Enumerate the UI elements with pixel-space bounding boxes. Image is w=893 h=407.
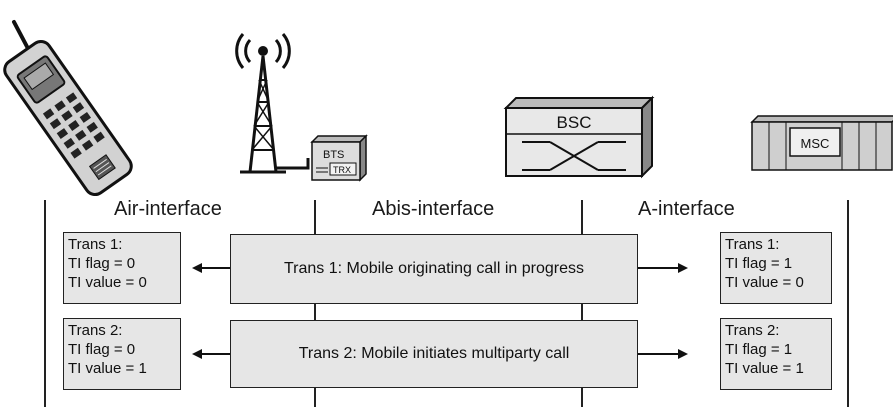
mobile-phone-icon — [3, 20, 133, 197]
trans-2-network-state: Trans 2: TI flag = 1 TI value = 1 — [720, 318, 832, 390]
trans-1-network-flag: TI flag = 1 — [725, 255, 793, 272]
msc-label: MSC — [801, 136, 830, 151]
trans-1-mobile-state: Trans 1: TI flag = 0 TI value = 0 — [63, 232, 181, 304]
bsc-switch-icon — [503, 95, 655, 179]
bsc-label: BSC — [557, 113, 592, 132]
trans-1-mobile-flag: TI flag = 0 — [68, 255, 136, 272]
trans-2-mobile-flag: TI flag = 0 — [68, 341, 136, 358]
trans-1-mobile-value: TI value = 0 — [68, 274, 147, 291]
trans-2-mobile-state: Trans 2: TI flag = 0 TI value = 1 — [63, 318, 181, 390]
trans-2-message: Trans 2: Mobile initiates multiparty cal… — [230, 320, 638, 388]
trans-1-network-state: Trans 1: TI flag = 1 TI value = 0 — [720, 232, 832, 304]
abis-interface-label: Abis-interface — [372, 198, 495, 220]
air-interface-label: Air-interface — [114, 198, 222, 220]
trans-2-mobile-title: Trans 2: — [68, 322, 123, 339]
trans-1-network-value: TI value = 0 — [725, 274, 804, 291]
trans-2-network-title: Trans 2: — [725, 322, 780, 339]
radio-tower-icon — [235, 33, 310, 174]
trans-1-network-title: Trans 1: — [725, 236, 780, 253]
msc-rack-icon — [750, 115, 893, 171]
trans-2-network-value: TI value = 1 — [725, 360, 804, 377]
a-interface-label: A-interface — [638, 198, 735, 220]
trans-1-message: Trans 1: Mobile originating call in prog… — [230, 234, 638, 304]
bts-cabinet-icon — [310, 134, 368, 182]
bts-label: BTS — [323, 149, 344, 161]
trans-2-network-flag: TI flag = 1 — [725, 341, 793, 358]
trans-1-mobile-title: Trans 1: — [68, 236, 123, 253]
trans-2-mobile-value: TI value = 1 — [68, 360, 147, 377]
trx-label: TRX — [333, 165, 351, 175]
